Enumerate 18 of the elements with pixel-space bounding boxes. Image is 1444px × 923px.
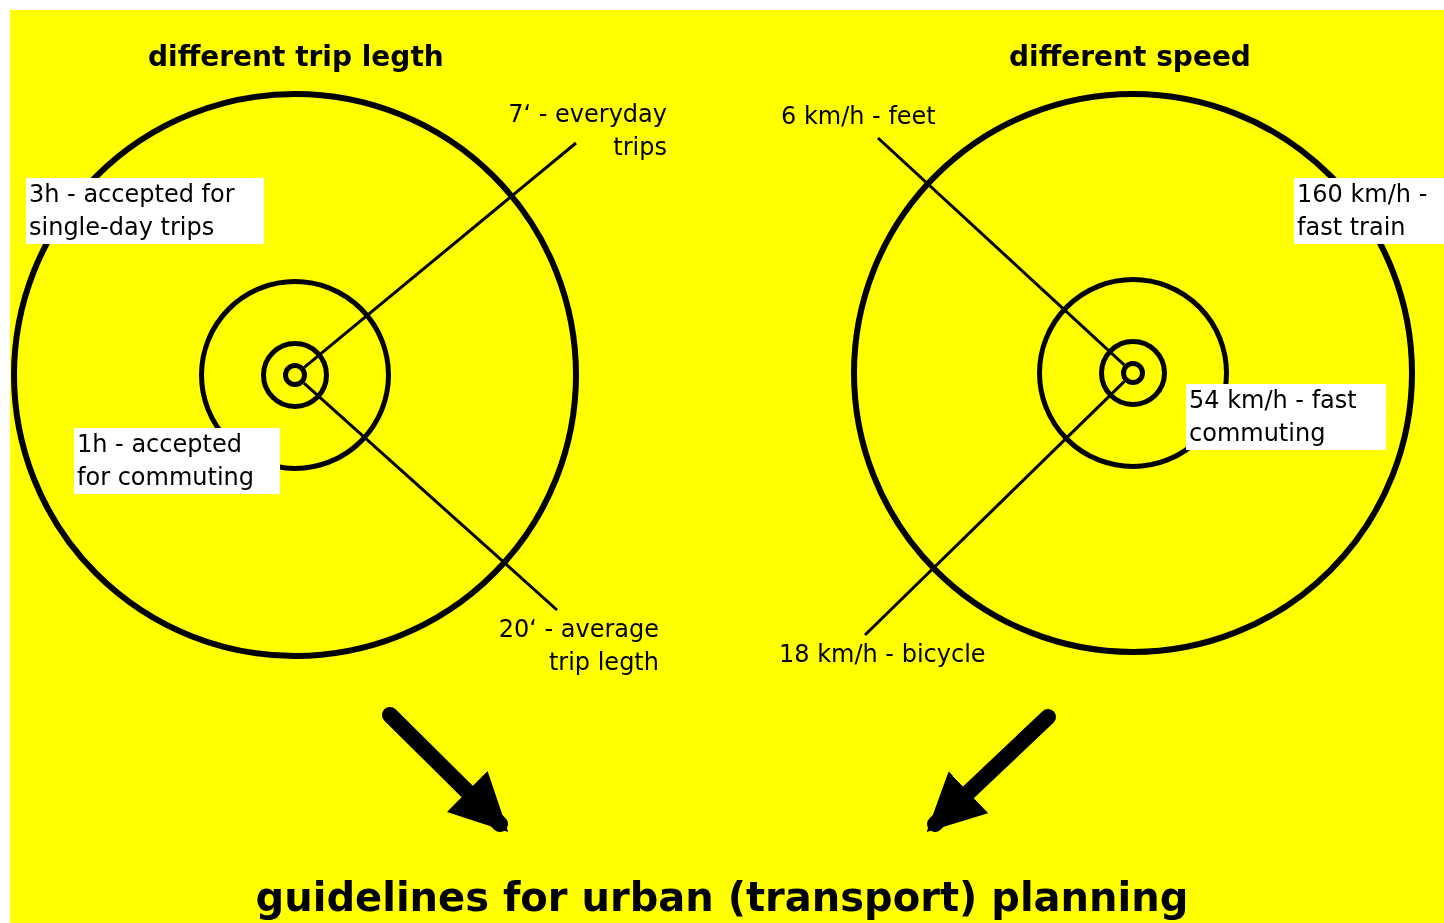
arrow xyxy=(926,709,1056,832)
leader-line xyxy=(877,136,1126,366)
section-heading: different trip legth xyxy=(148,40,444,73)
speed-label: 160 km/h - fast train xyxy=(1294,178,1444,244)
leader-line xyxy=(303,141,577,369)
center-ring xyxy=(283,363,307,387)
leader-line xyxy=(863,380,1126,637)
inner-ring xyxy=(261,341,329,409)
arrow xyxy=(382,707,509,833)
center-ring xyxy=(1121,361,1145,385)
speed-label: 18 km/h - bicycle xyxy=(776,638,1016,671)
range-label: 7‘ - everyday trips xyxy=(470,98,670,164)
section-heading: different speed xyxy=(1009,40,1251,73)
inner-ring xyxy=(1099,339,1167,407)
speed-label: 6 km/h - feet xyxy=(778,100,968,133)
leader-line xyxy=(302,381,558,612)
range-label: 20‘ - average trip legth xyxy=(470,613,662,679)
conclusion-text: guidelines for urban (transport) planning xyxy=(200,872,1244,922)
